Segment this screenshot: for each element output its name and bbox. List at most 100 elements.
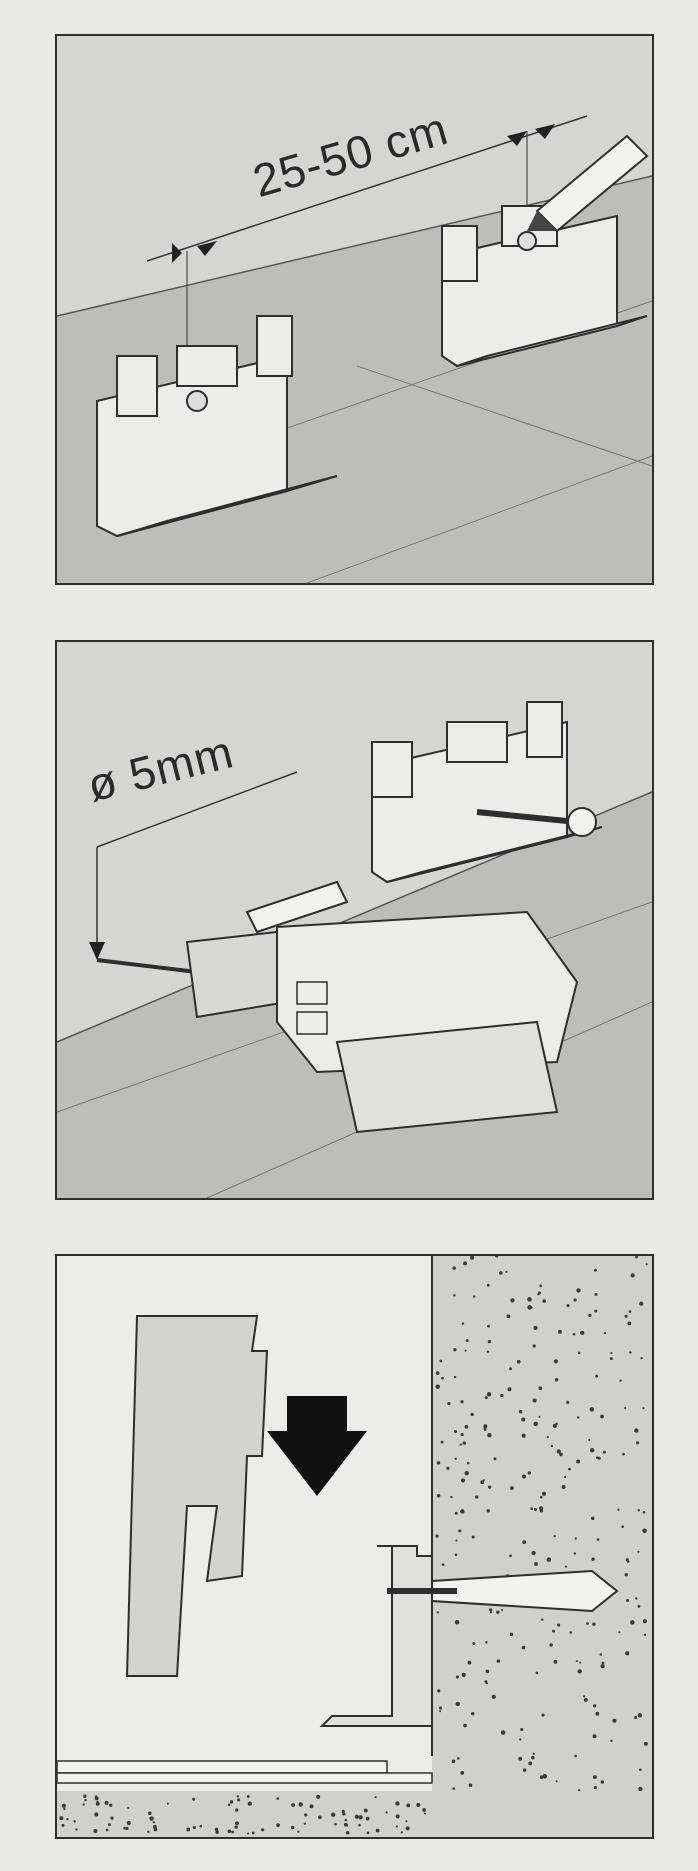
concrete-speck xyxy=(385,1811,388,1814)
concrete-speck xyxy=(482,1479,485,1482)
mounting-clip xyxy=(371,701,603,884)
concrete-speck xyxy=(576,1459,581,1464)
concrete-speck xyxy=(334,1822,337,1826)
concrete-speck xyxy=(298,1802,303,1807)
concrete-speck xyxy=(470,1412,474,1417)
concrete-speck xyxy=(468,1783,473,1787)
concrete-speck xyxy=(521,1474,527,1479)
concrete-speck xyxy=(637,1550,640,1553)
concrete-speck xyxy=(509,1367,512,1371)
concrete-speck xyxy=(593,1786,597,1790)
concrete-speck xyxy=(533,1325,538,1330)
concrete-speck xyxy=(555,1780,558,1783)
concrete-speck xyxy=(521,1417,526,1422)
concrete-speck xyxy=(470,1711,475,1716)
concrete-speck xyxy=(561,1485,566,1489)
concrete-speck xyxy=(73,1820,76,1823)
concrete-speck xyxy=(580,1330,585,1335)
concrete-speck xyxy=(589,1407,595,1412)
concrete-speck xyxy=(466,1461,470,1465)
concrete-speck xyxy=(630,1620,635,1625)
concrete-speck xyxy=(576,1288,581,1293)
concrete-speck xyxy=(564,1565,568,1568)
concrete-speck xyxy=(126,1820,131,1826)
concrete-speck xyxy=(441,1563,445,1567)
concrete-speck xyxy=(66,1817,69,1821)
concrete-speck xyxy=(583,1697,588,1702)
concrete-speck xyxy=(519,1738,522,1741)
concrete-speck xyxy=(573,1552,577,1555)
concrete-speck xyxy=(61,1803,66,1808)
concrete-speck xyxy=(186,1827,191,1832)
concrete-speck xyxy=(486,1350,490,1353)
concrete-speck xyxy=(237,1798,241,1802)
concrete-speck xyxy=(592,1775,597,1780)
concrete-speck xyxy=(61,1823,65,1827)
concrete-speck xyxy=(435,1384,440,1389)
concrete-speck xyxy=(588,1438,591,1442)
concrete-speck xyxy=(546,1557,552,1562)
concrete-speck xyxy=(365,1816,370,1821)
concrete-speck xyxy=(496,1610,500,1614)
concrete-speck xyxy=(507,1387,512,1392)
concrete-speck xyxy=(84,1798,87,1802)
concrete-speck xyxy=(456,1757,460,1760)
concrete-speck xyxy=(486,1392,492,1397)
concrete-speck xyxy=(214,1827,219,1832)
concrete-speck xyxy=(573,1298,577,1302)
concrete-speck xyxy=(594,1268,597,1272)
concrete-speck xyxy=(464,1471,469,1476)
concrete-speck xyxy=(485,1669,490,1674)
concrete-speck xyxy=(521,1433,526,1438)
concrete-speck xyxy=(452,1266,456,1270)
concrete-speck xyxy=(516,1359,521,1364)
concrete-speck xyxy=(577,1669,582,1674)
concrete-speck xyxy=(454,1511,458,1515)
concrete-speck xyxy=(94,1812,99,1817)
concrete-speck xyxy=(75,1828,78,1831)
concrete-speck xyxy=(304,1813,308,1817)
concrete-speck xyxy=(460,1509,465,1514)
arrow-down-icon xyxy=(267,1396,367,1496)
concrete-speck xyxy=(95,1801,100,1806)
concrete-speck xyxy=(235,1808,239,1812)
concrete-speck xyxy=(509,1632,514,1637)
concrete-speck xyxy=(610,1739,613,1743)
concrete-speck xyxy=(574,1754,577,1758)
concrete-speck xyxy=(192,1797,196,1801)
concrete-speck xyxy=(542,1774,548,1779)
concrete-speck xyxy=(405,1820,408,1823)
concrete-speck xyxy=(640,1357,643,1360)
concrete-speck xyxy=(148,1811,152,1816)
concrete-speck xyxy=(149,1816,154,1821)
concrete-speck xyxy=(229,1800,234,1804)
concrete-speck xyxy=(447,1402,451,1406)
concrete-speck xyxy=(594,1292,598,1296)
concrete-speck xyxy=(462,1441,466,1445)
step1-illustration xyxy=(57,36,652,583)
concrete-speck xyxy=(537,1293,540,1296)
concrete-speck xyxy=(596,1538,600,1541)
concrete-speck xyxy=(550,1444,554,1448)
concrete-speck xyxy=(423,1812,426,1815)
concrete-speck xyxy=(261,1828,265,1832)
concrete-speck xyxy=(458,1529,462,1533)
concrete-speck xyxy=(437,1689,441,1693)
concrete-speck xyxy=(215,1830,219,1834)
concrete-speck xyxy=(574,1537,577,1540)
concrete-speck xyxy=(637,1713,643,1718)
concrete-speck xyxy=(366,1831,370,1835)
concrete-speck xyxy=(510,1486,514,1491)
concrete-speck xyxy=(276,1797,280,1800)
concrete-speck xyxy=(110,1816,114,1820)
concrete-floor xyxy=(57,1791,652,1837)
concrete-speck xyxy=(595,1374,599,1378)
concrete-speck xyxy=(405,1826,410,1831)
concrete-speck xyxy=(495,1256,499,1258)
concrete-speck xyxy=(591,1557,595,1561)
concrete-speck xyxy=(624,1314,628,1318)
concrete-speck xyxy=(486,1509,490,1513)
pencil-icon xyxy=(527,134,649,233)
concrete-speck xyxy=(439,1359,443,1363)
concrete-speck xyxy=(464,1424,469,1429)
